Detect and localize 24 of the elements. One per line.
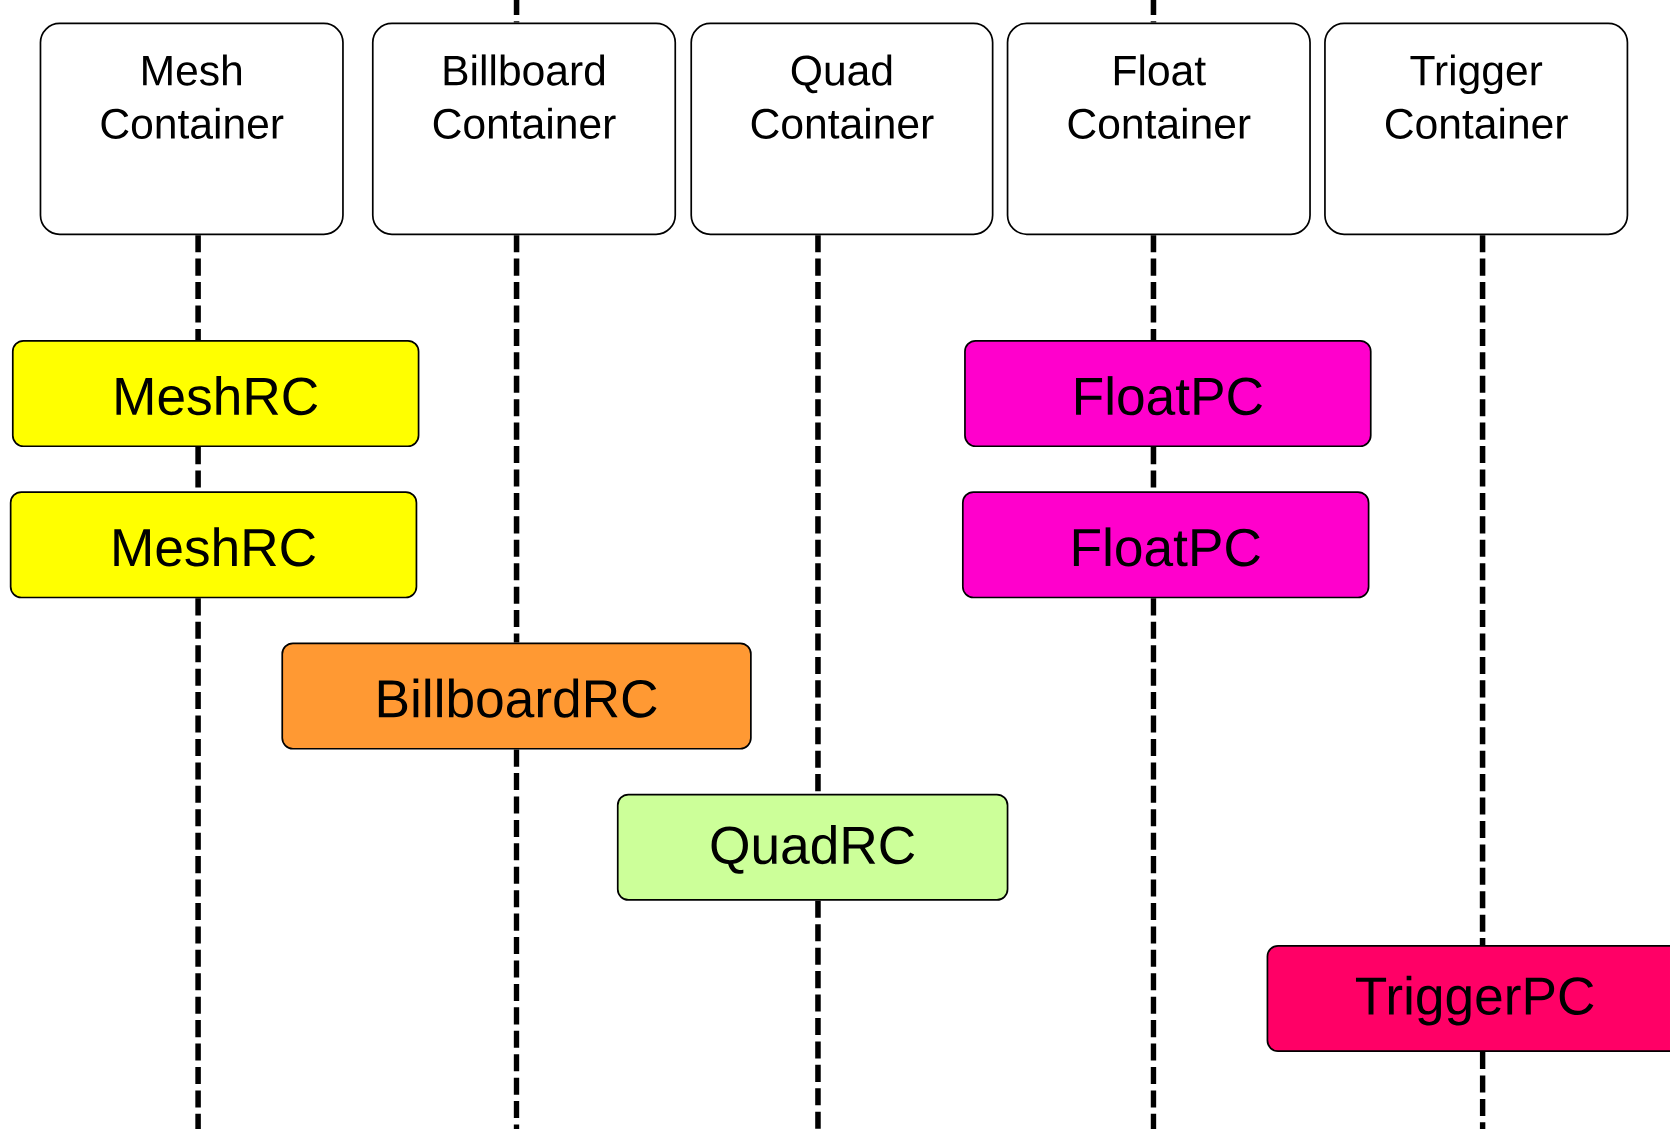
dashed-line <box>195 235 201 340</box>
dashed-line <box>815 235 821 794</box>
container-box: Quad Container <box>690 22 994 236</box>
container-box: Float Container <box>1006 22 1311 236</box>
component-box: MeshRC <box>11 340 420 448</box>
dashed-line <box>513 749 520 1129</box>
dashed-line <box>195 598 201 1129</box>
dashed-line <box>815 900 821 1129</box>
container-box: Mesh Container <box>39 22 344 236</box>
dashed-line <box>1150 598 1157 1129</box>
component-box: FloatPC <box>964 340 1372 448</box>
dashed-line <box>513 235 520 643</box>
dashed-line <box>1150 235 1157 340</box>
container-box: Trigger Container <box>1324 22 1629 236</box>
container-box: Billboard Container <box>371 22 677 236</box>
component-box: MeshRC <box>9 491 418 599</box>
component-box: FloatPC <box>961 491 1370 599</box>
dashed-line <box>1479 1052 1486 1129</box>
dashed-line <box>1479 235 1486 945</box>
component-box: QuadRC <box>616 793 1009 901</box>
dashed-line <box>513 0 520 23</box>
component-box: BillboardRC <box>281 642 752 750</box>
dashed-line <box>1150 0 1157 23</box>
component-box: TriggerPC <box>1266 944 1670 1053</box>
